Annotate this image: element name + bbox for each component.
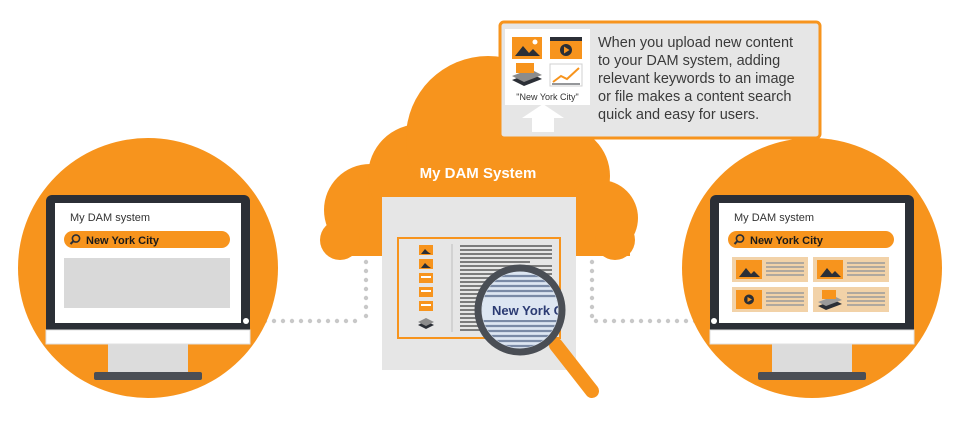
image-icon: [421, 263, 431, 268]
connector-dot: [316, 318, 322, 324]
connector-dot: [363, 268, 369, 274]
connector-dot: [683, 318, 689, 324]
chart-file-icon: [549, 63, 583, 87]
connector-dot: [307, 318, 313, 324]
left-search-bar[interactable]: [64, 231, 230, 248]
connector-dot: [325, 318, 331, 324]
connector-dot: [674, 318, 680, 324]
upload-callout: "New York City" When you upload new cont…: [498, 20, 822, 140]
connector-dot: [280, 318, 286, 324]
connector-dot: [352, 318, 358, 324]
left-connector-node: [243, 318, 249, 324]
video-file-icon: [550, 37, 582, 59]
result-card-image-1[interactable]: [732, 257, 808, 282]
left-search-input[interactable]: New York City: [86, 235, 160, 247]
pdf-icon: [421, 290, 431, 292]
right-monitor-chin: [709, 329, 915, 345]
callout-text: When you upload new content to your DAM …: [598, 35, 795, 123]
connector-dot: [589, 313, 595, 319]
connector-dot: [629, 318, 635, 324]
magnifying-glass-icon: New York C: [474, 264, 599, 398]
connector-dot: [363, 304, 369, 310]
pdf-icon: [421, 276, 431, 278]
cloud-title: My DAM System: [420, 165, 537, 182]
connector-dot: [298, 318, 304, 324]
right-connector-node: [711, 318, 717, 324]
connector-dot: [665, 318, 671, 324]
result-card-image-2[interactable]: [813, 257, 889, 282]
left-app-title: My DAM system: [70, 212, 150, 224]
callout-line-1: When you upload new content: [598, 35, 793, 51]
callout-line-5: quick and easy for users.: [598, 107, 759, 123]
left-monitor-chin: [45, 329, 251, 345]
dam-file-list: [397, 237, 561, 339]
search-icon: [69, 234, 81, 245]
callout-line-4: or file makes a content search: [598, 89, 791, 105]
left-monitor-base: [94, 372, 202, 380]
file-list-icons: [418, 245, 434, 329]
connector-dot: [593, 318, 599, 324]
keyword-tag: "New York City": [516, 92, 578, 102]
connector-dot: [334, 318, 340, 324]
right-search-bar[interactable]: [728, 231, 894, 248]
connector-dot: [656, 318, 662, 324]
right-search-input[interactable]: New York City: [750, 235, 824, 247]
left-monitor: My DAM system New York City: [18, 138, 278, 398]
connector-dot: [647, 318, 653, 324]
connector-dot: [363, 313, 369, 319]
connector-dot: [589, 259, 595, 265]
connector-dot: [638, 318, 644, 324]
connector-dot: [289, 318, 295, 324]
connector-dot: [589, 304, 595, 310]
callout-line-2: to your DAM system, adding: [598, 53, 780, 69]
upload-arrow-icon: [522, 104, 564, 132]
connector-dot: [611, 318, 617, 324]
image-file-icon: [512, 37, 542, 59]
right-app-title: My DAM system: [734, 212, 814, 224]
stack-icon: [418, 318, 434, 326]
right-monitor-base: [758, 372, 866, 380]
connector-dot: [589, 268, 595, 274]
left-empty-results: [64, 258, 230, 308]
connector-dot: [363, 259, 369, 265]
connector-dot: [602, 318, 608, 324]
search-icon: [733, 234, 745, 245]
pdf-file-icon: [512, 63, 542, 86]
right-monitor-stand: [772, 340, 852, 378]
result-card-video[interactable]: [732, 287, 808, 312]
connector-dot: [589, 295, 595, 301]
magnifier-text: New York C: [492, 303, 564, 318]
connector-dot: [363, 295, 369, 301]
callout-line-3: relevant keywords to an image: [598, 71, 795, 87]
connector-dot: [589, 286, 595, 292]
connector-dot: [343, 318, 349, 324]
right-monitor: My DAM system New York City: [682, 138, 942, 398]
connector-dot: [620, 318, 626, 324]
left-monitor-stand: [108, 340, 188, 378]
image-icon: [421, 249, 431, 254]
connector-dot: [271, 318, 277, 324]
result-card-pdf[interactable]: [813, 287, 889, 312]
connector-dot: [589, 277, 595, 283]
pdf-icon: [421, 304, 431, 306]
connector-dot: [363, 277, 369, 283]
connector-dot: [363, 286, 369, 292]
